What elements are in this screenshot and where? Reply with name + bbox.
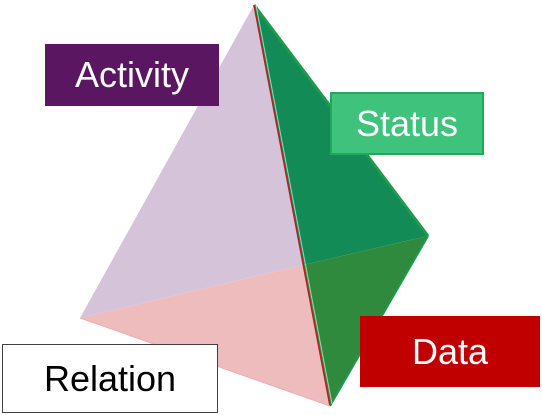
- status-label: Status: [330, 92, 484, 155]
- edge-front-highlight: [255, 4, 333, 405]
- data-label: Data: [360, 316, 540, 387]
- face-relation: [80, 265, 330, 406]
- relation-label: Relation: [2, 344, 218, 413]
- face-activity: [80, 5, 303, 318]
- activity-label: Activity: [45, 44, 219, 106]
- edge-front: [253, 4, 331, 407]
